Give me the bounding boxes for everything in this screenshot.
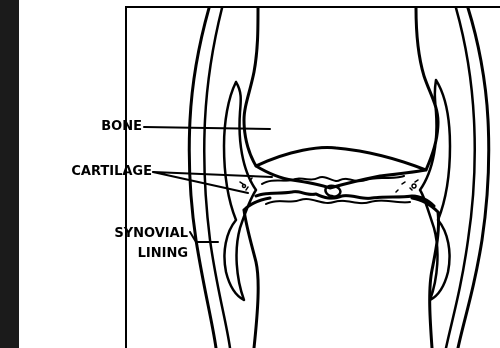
upper-bone-outline bbox=[244, 8, 438, 170]
bone-label: BONE bbox=[70, 119, 142, 135]
synovial-label-line2: LINING bbox=[60, 246, 188, 262]
lower-cartilage-rough bbox=[266, 199, 410, 204]
lower-cartilage bbox=[256, 192, 434, 206]
cartilage-label: CARTILAGE bbox=[20, 164, 152, 180]
lower-bone-left-side bbox=[244, 210, 258, 348]
synovial-label-line1: SYNOVIAL bbox=[60, 226, 188, 242]
synovial-lining-right bbox=[420, 80, 450, 300]
bone-leader-line bbox=[144, 127, 270, 129]
lower-bone-outline bbox=[244, 198, 439, 348]
